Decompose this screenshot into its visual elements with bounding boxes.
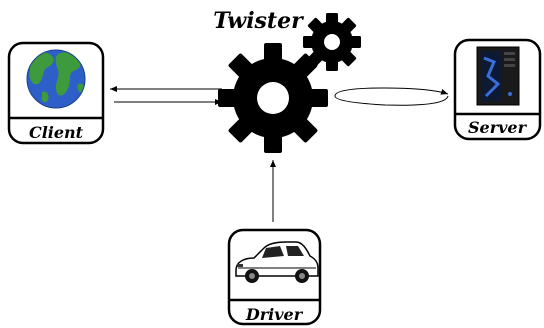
server-node: Server	[453, 38, 542, 141]
server-tower-icon	[476, 46, 520, 106]
driver-node: Driver	[227, 228, 322, 326]
arrow-server-to-hub	[334, 87, 449, 106]
globe-icon	[26, 49, 86, 109]
client-label: Client	[29, 123, 84, 142]
server-label: Server	[468, 118, 528, 137]
client-node: Client	[7, 41, 105, 145]
car-icon	[235, 241, 319, 283]
large-gear	[218, 43, 328, 153]
diagram-title: Twister	[213, 8, 304, 34]
gears-icon	[218, 13, 361, 153]
connectors	[110, 86, 449, 222]
driver-label: Driver	[245, 305, 304, 324]
small-gear	[303, 13, 361, 71]
